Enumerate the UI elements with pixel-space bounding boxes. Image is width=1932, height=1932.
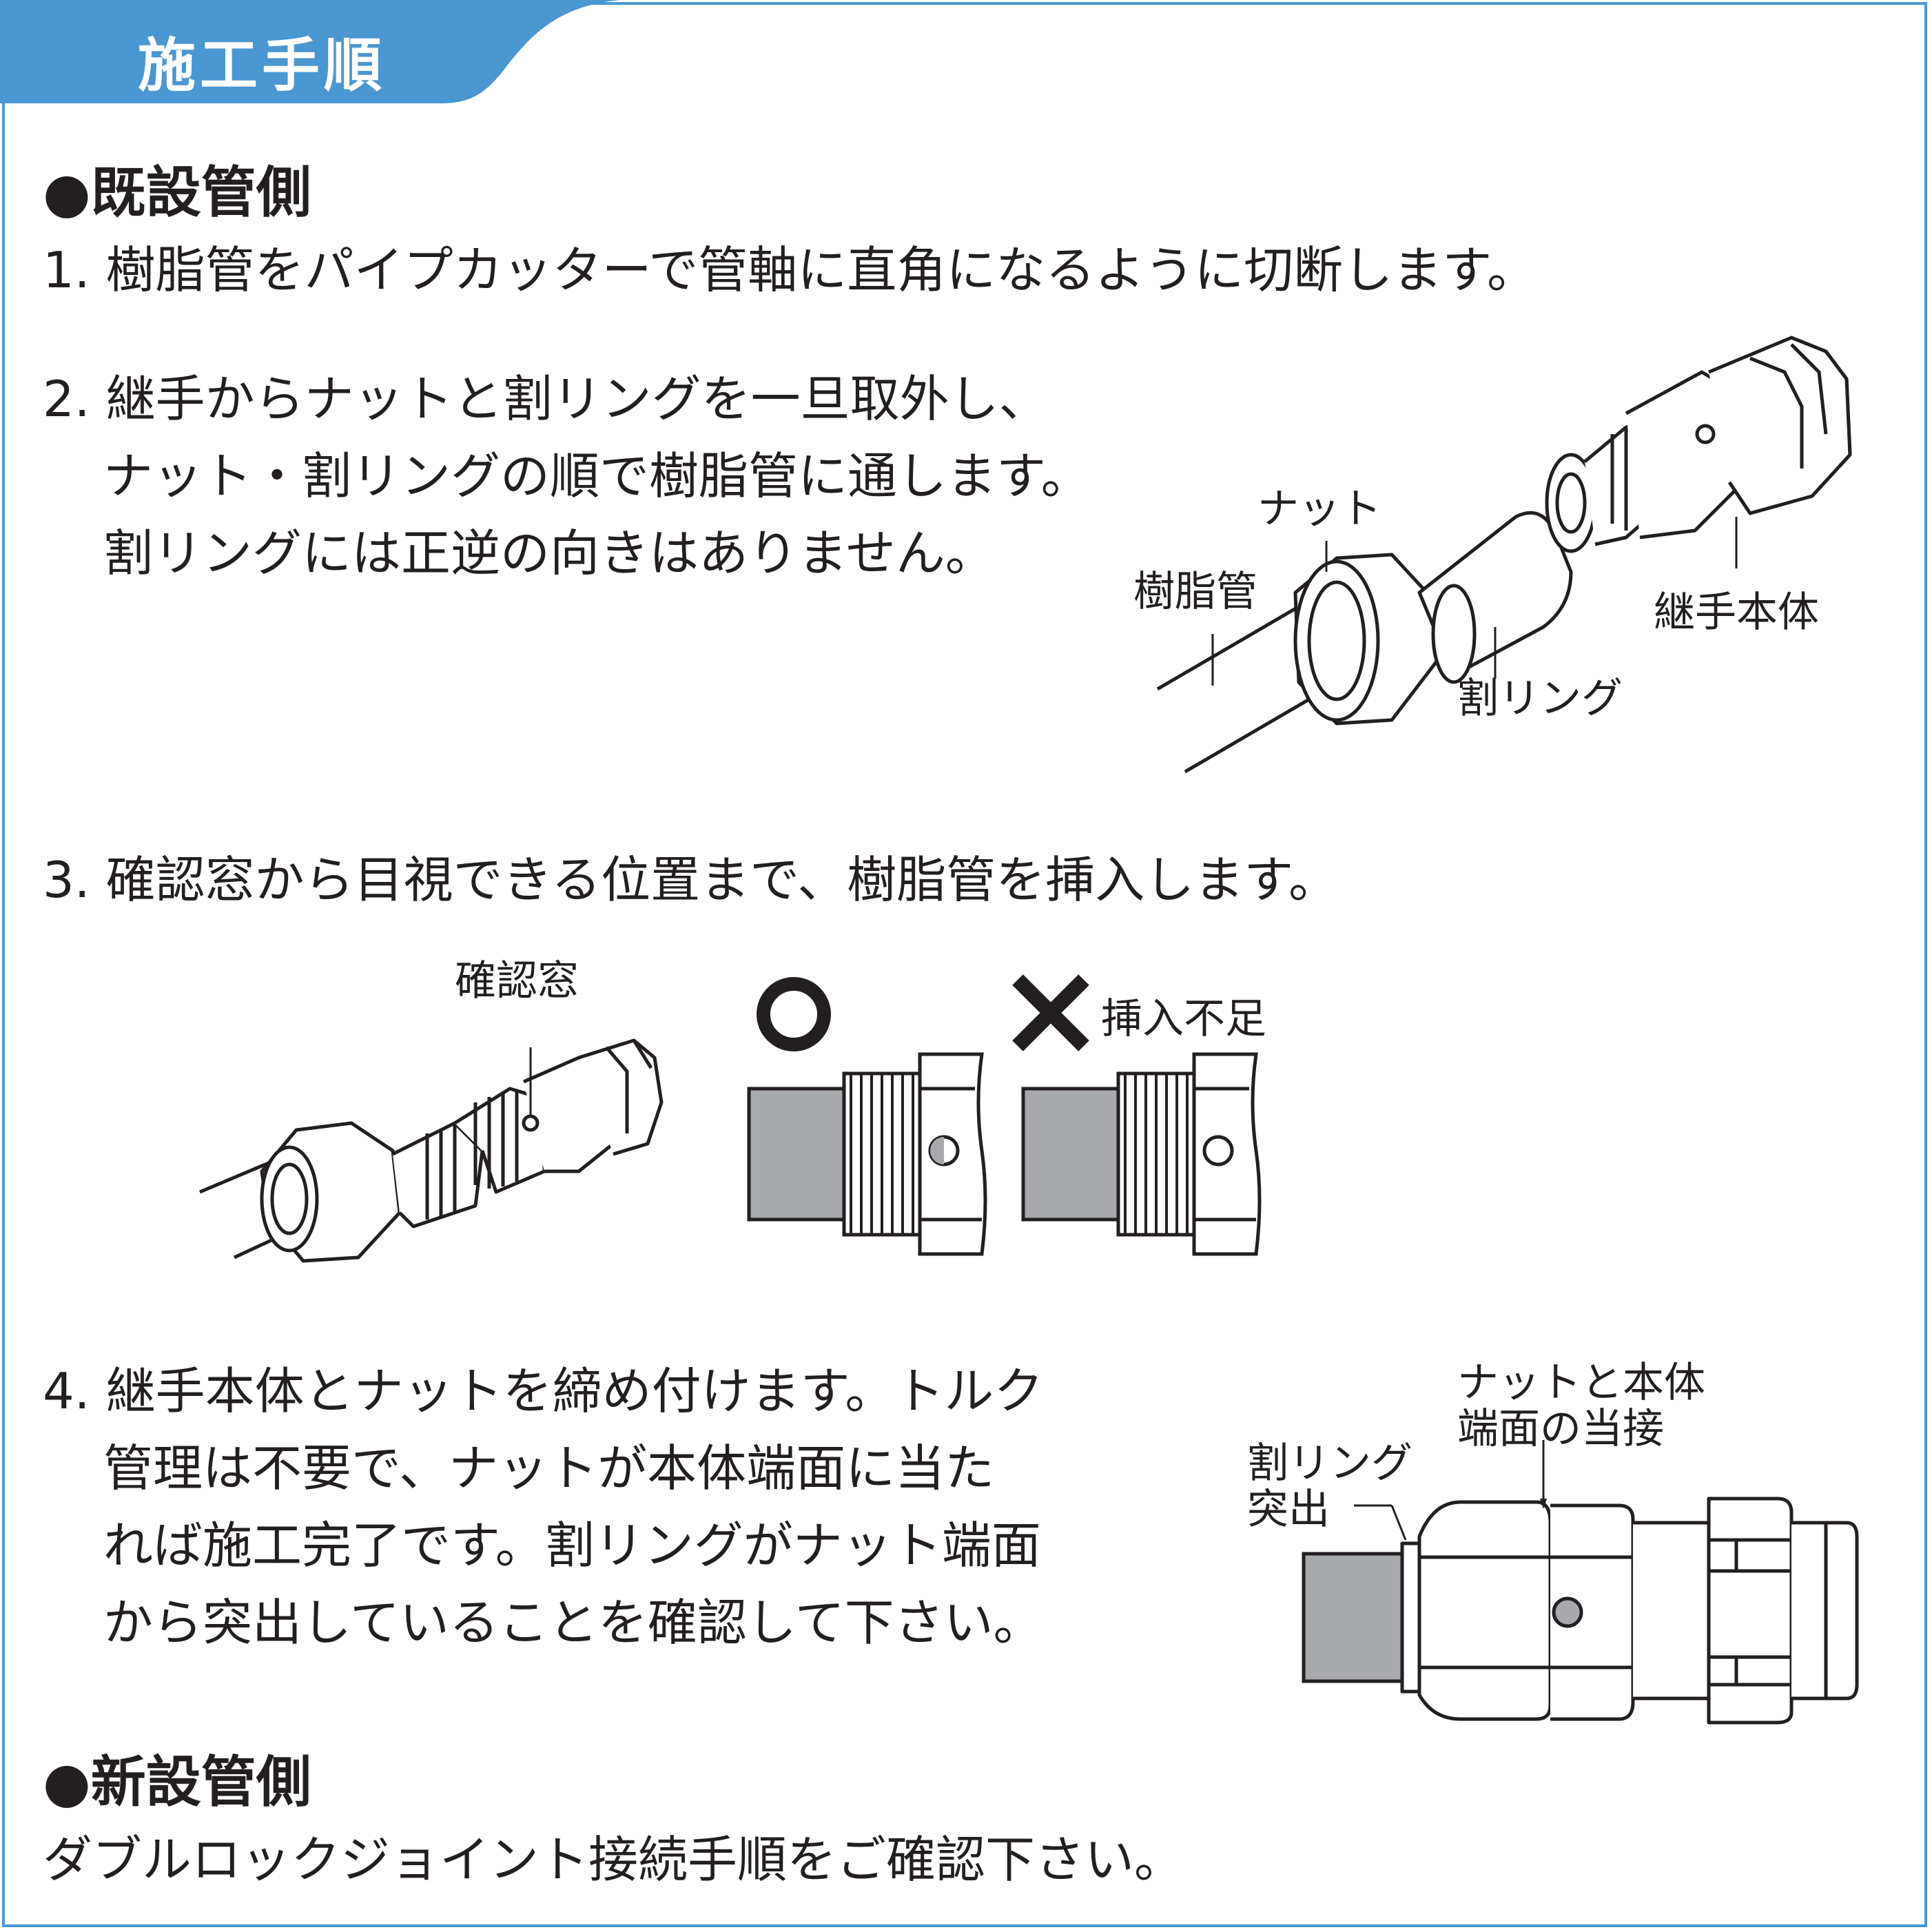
step-4-line-2: 管理は不要で、ナットが本体端面に当た xyxy=(103,1439,995,1497)
label-contact-line-2: 端面の当接 xyxy=(1457,1405,1664,1453)
step-4-line-4: から突出していることを確認して下さい。 xyxy=(103,1594,1043,1652)
section-heading-new: ●新設管側 xyxy=(43,1750,311,1814)
label-nut: ナット xyxy=(1257,485,1381,533)
title-tab xyxy=(0,0,620,103)
page-title: 施工手順 xyxy=(138,32,387,99)
ok-circle-icon xyxy=(757,977,831,1051)
label-joint-body: 継手本体 xyxy=(1654,588,1819,637)
step-2-line-2: ナット・割リングの順で樹脂管に通します。 xyxy=(103,447,1091,505)
label-ring-protrude-line-1: 割リング xyxy=(1247,1439,1412,1488)
ng-cross-section xyxy=(1021,1052,1262,1256)
step-2-line-1: 2. 継手からナットと割リングを一旦取外し、 xyxy=(43,370,1049,428)
step-2-line-3: 割リングには正逆の向きはありません。 xyxy=(103,524,995,582)
step-2-diagram xyxy=(1156,336,1852,774)
ng-cross-icon xyxy=(1012,974,1089,1051)
label-split-ring: 割リング xyxy=(1457,675,1623,723)
step-4-diagram xyxy=(1302,1440,1859,1725)
step-4-line-1: 4. 継手本体とナットを締め付けます。トルク xyxy=(43,1362,1044,1420)
step-1-text: 1. 樹脂管をパイプカッターで管軸に直角になるように切断します。 xyxy=(43,241,1537,299)
label-ring-protrude-line-2: 突出 xyxy=(1247,1486,1330,1534)
label-contact-line-1: ナットと本体 xyxy=(1457,1359,1705,1407)
step-3-diagram xyxy=(199,1038,664,1263)
label-resin-pipe: 樹脂管 xyxy=(1133,568,1257,616)
step-4-line-3: れば施工完了です。割リングがナット端面 xyxy=(103,1517,1041,1574)
label-insufficient-insertion: 挿入不足 xyxy=(1101,995,1266,1043)
step-3-text: 3. 確認窓から目視できる位置まで、樹脂管を挿入します。 xyxy=(43,851,1339,909)
new-section-text: ダブルロックジョイント接続手順をご確認下さい。 xyxy=(43,1831,1184,1889)
section-heading-existing: ●既設管側 xyxy=(43,161,311,225)
ok-cross-section xyxy=(747,1052,987,1256)
label-check-window: 確認窓 xyxy=(455,957,579,1005)
